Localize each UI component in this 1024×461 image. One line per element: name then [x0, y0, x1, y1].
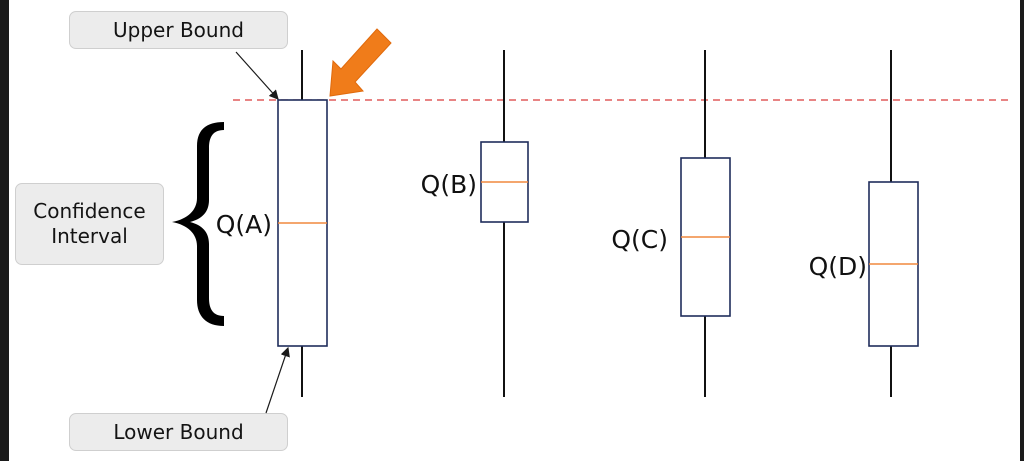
upper-bound-pointer [235, 51, 279, 100]
box-plot-a: Q(A) [216, 50, 328, 397]
lower-bound-pointer [265, 346, 290, 414]
confidence-interval-callout: Confidence Interval [15, 183, 164, 265]
confidence-interval-label-line1: Confidence [33, 199, 146, 223]
left-frame-bar [0, 0, 9, 461]
upper-bound-callout: Upper Bound [69, 11, 288, 49]
box-plot-d: Q(D) [809, 50, 919, 397]
confidence-interval-label-line2: Interval [51, 224, 128, 248]
highlight-arrow-icon [329, 28, 392, 97]
box-label-d: Q(D) [809, 252, 867, 281]
confidence-brace-icon [172, 122, 224, 326]
box-plot-c: Q(C) [611, 50, 731, 397]
upper-bound-label: Upper Bound [113, 17, 244, 42]
right-frame-bar [1020, 0, 1024, 461]
lower-bound-label: Lower Bound [113, 419, 244, 444]
box-label-b: Q(B) [421, 170, 477, 199]
box-plot-b: Q(B) [421, 50, 529, 397]
box-label-c: Q(C) [611, 225, 668, 254]
lower-bound-callout: Lower Bound [69, 413, 288, 451]
box-label-a: Q(A) [216, 210, 272, 239]
